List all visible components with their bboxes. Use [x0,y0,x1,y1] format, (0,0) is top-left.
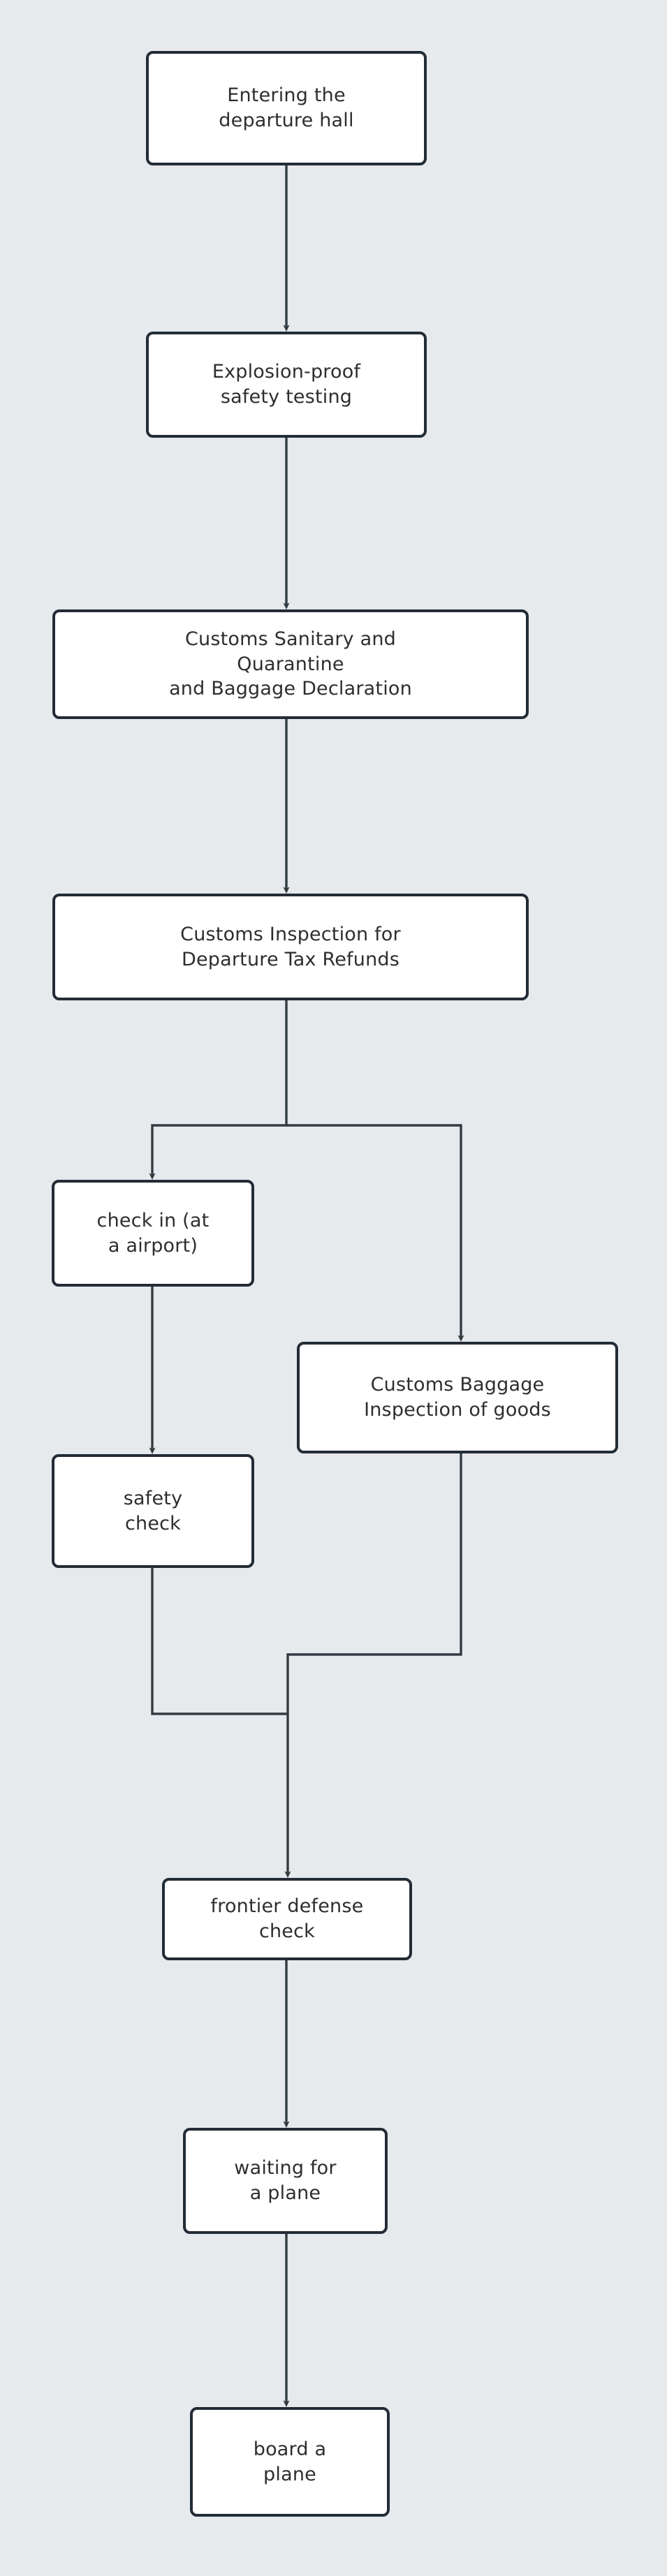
node-label: Customs Baggage Inspection of goods [364,1374,551,1421]
node-label: board a plane [253,2438,327,2485]
node-label: Customs Sanitary and Quarantine and Bagg… [169,628,412,700]
node-entering-departure-hall[interactable]: Entering the departure hall [146,51,427,165]
node-board-a-plane[interactable]: board a plane [190,2407,390,2517]
node-customs-inspection-departure-tax-refunds[interactable]: Customs Inspection for Departure Tax Ref… [52,894,529,1000]
edge-customs-inspection-departure-tax-refunds-to-customs-baggage-inspection-of-goods [286,1124,464,1342]
node-label: waiting for a plane [234,2157,337,2204]
node-label: check in (at a airport) [96,1209,210,1257]
edge-safety-check-to-frontier-defense-check [151,1568,291,1879]
edge-customs-baggage-inspection-of-goods-to-frontier-defense-check [286,1453,462,1714]
node-label: frontier defense check [210,1895,364,1942]
node-customs-baggage-inspection-of-goods[interactable]: Customs Baggage Inspection of goods [297,1342,618,1453]
edge-customs-inspection-departure-tax-refunds-to-check-in-at-airport [149,1000,288,1180]
node-safety-check[interactable]: safety check [52,1454,254,1568]
node-waiting-for-a-plane[interactable]: waiting for a plane [183,2128,388,2234]
node-customs-sanitary-quarantine-baggage-declaration[interactable]: Customs Sanitary and Quarantine and Bagg… [52,609,529,719]
node-explosion-proof-safety-testing[interactable]: Explosion-proof safety testing [146,332,427,438]
node-label: safety check [123,1487,183,1534]
node-check-in-at-airport[interactable]: check in (at a airport) [52,1180,254,1287]
node-label: Customs Inspection for Departure Tax Ref… [180,923,401,970]
node-frontier-defense-check[interactable]: frontier defense check [162,1878,412,1960]
node-label: Entering the departure hall [219,84,354,131]
node-label: Explosion-proof safety testing [212,361,361,408]
